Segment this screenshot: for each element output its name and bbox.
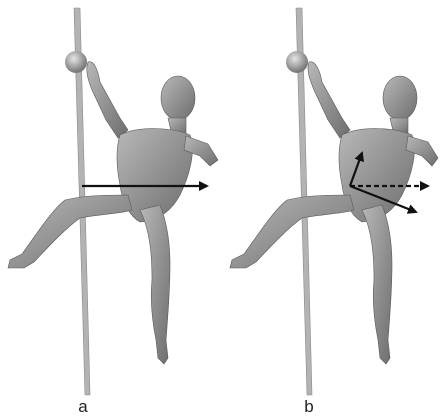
human-figure-a: [8, 62, 218, 364]
pole-knob-b: [286, 51, 308, 73]
panel-label-b: b: [304, 397, 313, 416]
human-figure-b: [230, 62, 438, 364]
panel-a: a: [8, 8, 218, 416]
pole-knob-a: [65, 51, 87, 73]
panel-b: b: [230, 8, 438, 416]
panel-label-a: a: [78, 397, 88, 416]
